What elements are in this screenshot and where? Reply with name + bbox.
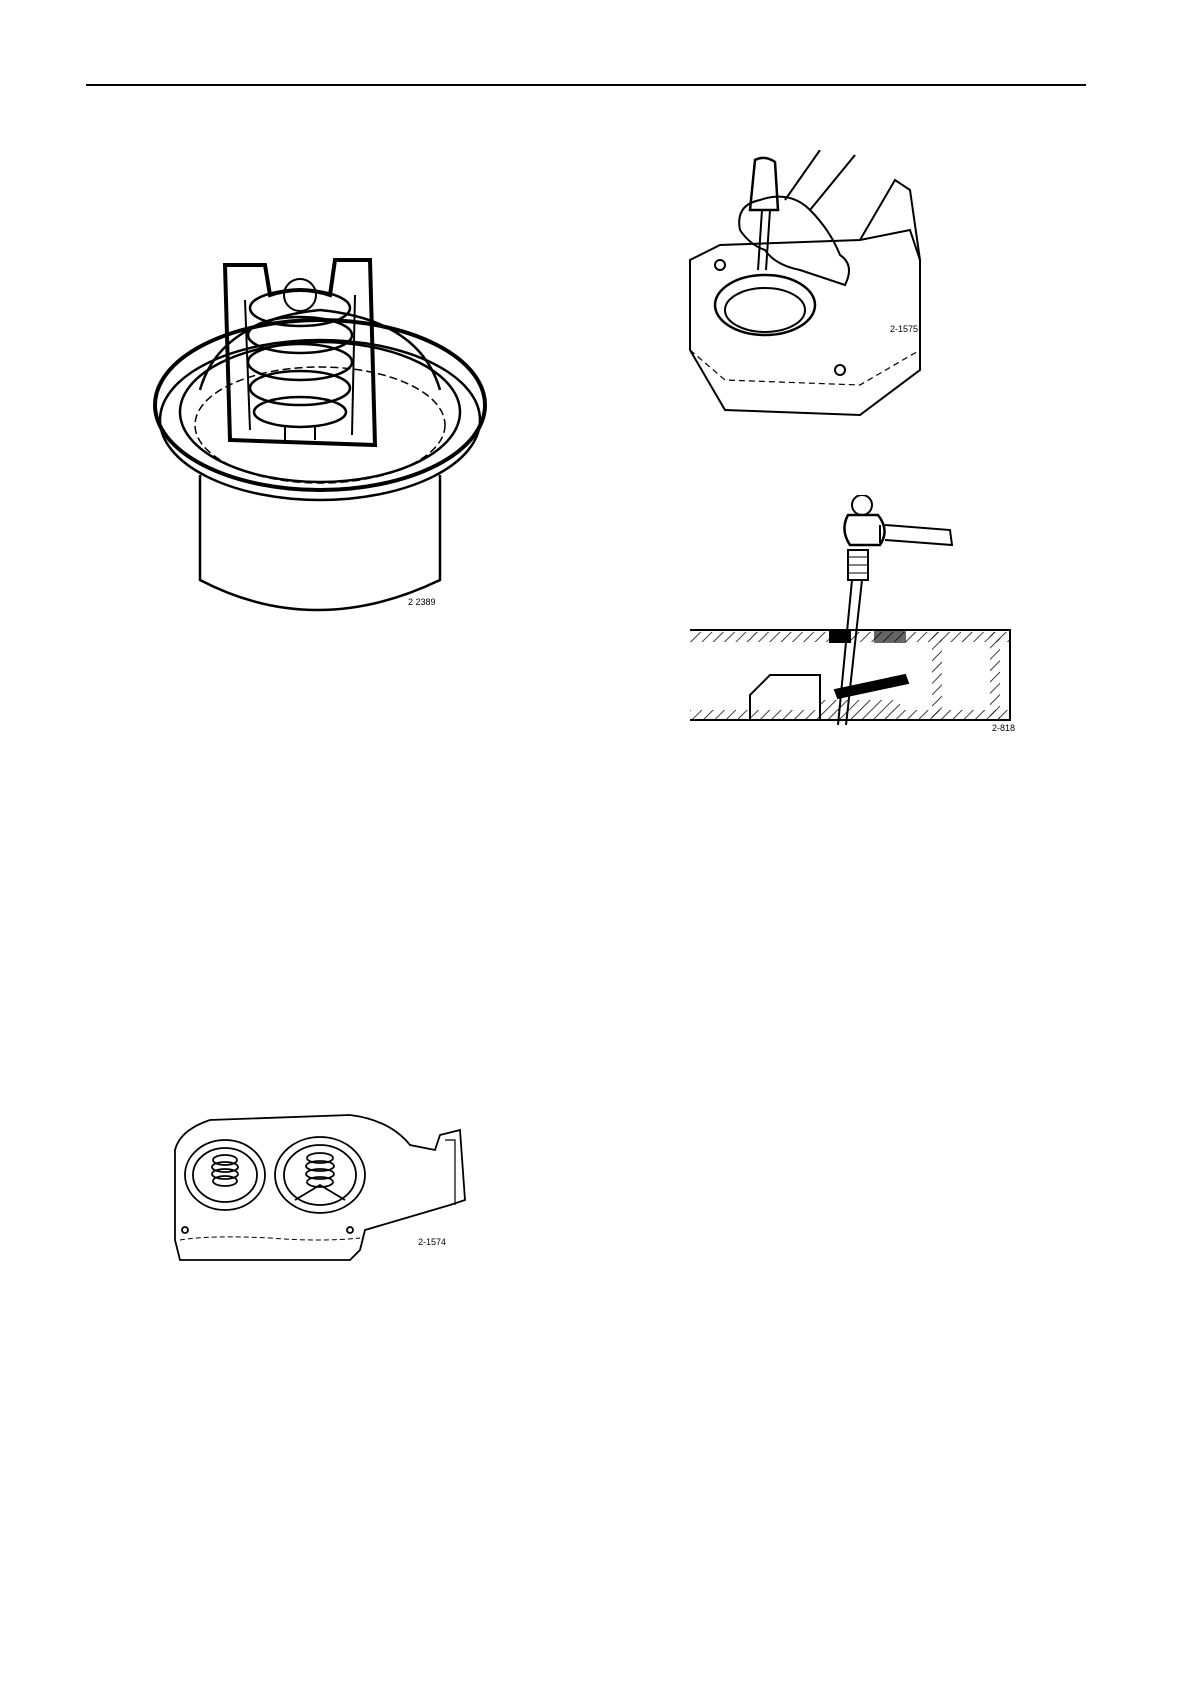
- thermostat-illustration: 2 2389: [140, 240, 500, 660]
- punch-removal-illustration: 2-1575: [680, 150, 980, 470]
- figure-code-punch: 2-1575: [890, 324, 918, 334]
- housing-two-thermostats-illustration: 2-1574: [170, 1110, 500, 1290]
- figure-code-hammer: 2-818: [992, 723, 1015, 733]
- hammer-drift-section-illustration: 2-818: [690, 495, 1030, 795]
- header-rule: [86, 84, 1086, 86]
- figure-code-thermostat: 2 2389: [408, 597, 436, 607]
- figure-code-housing: 2-1574: [418, 1237, 446, 1247]
